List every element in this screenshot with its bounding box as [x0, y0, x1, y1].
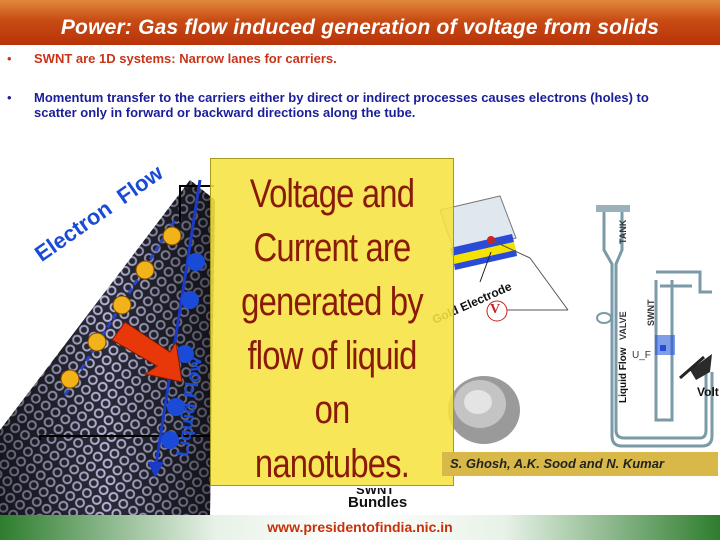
highlight-box: Voltage and Current are generated by flo… [210, 158, 454, 486]
slide-title: Power: Gas flow induced generation of vo… [60, 16, 660, 39]
bullet-marker: • [7, 90, 12, 105]
bullet-2: Momentum transfer to the carriers either… [34, 90, 649, 120]
title-bar [0, 0, 720, 45]
bundles-label: Bundles [348, 494, 408, 511]
uf-label: U_F [632, 350, 651, 361]
bullet-marker: • [7, 51, 12, 66]
electrode-wire [179, 185, 214, 222]
bullet-1: SWNT are 1D systems: Narrow lanes for ca… [34, 51, 337, 66]
voltmeter-partial-label: Volt [697, 385, 719, 399]
liquid-dots [161, 253, 205, 449]
footer-band [0, 515, 720, 540]
valve-label: VALVE [618, 311, 628, 340]
swnt-label: SWNT [646, 299, 656, 327]
footer-url[interactable]: www.presidentofindia.nic.in [267, 519, 453, 535]
swnt-bottom-label: SWNT [356, 482, 395, 497]
liquid-flow-label: Liquid Flow [618, 347, 629, 403]
voltmeter-symbol: V [490, 302, 501, 317]
electron-dots [60, 226, 182, 389]
figure-illustration [0, 179, 714, 515]
red-arrow [111, 321, 183, 383]
authors-credit: S. Ghosh, A.K. Sood and N. Kumar [442, 452, 718, 476]
highlight-text: Voltage and Current are generated by flo… [241, 172, 423, 486]
tank-label: TANK [618, 219, 628, 244]
